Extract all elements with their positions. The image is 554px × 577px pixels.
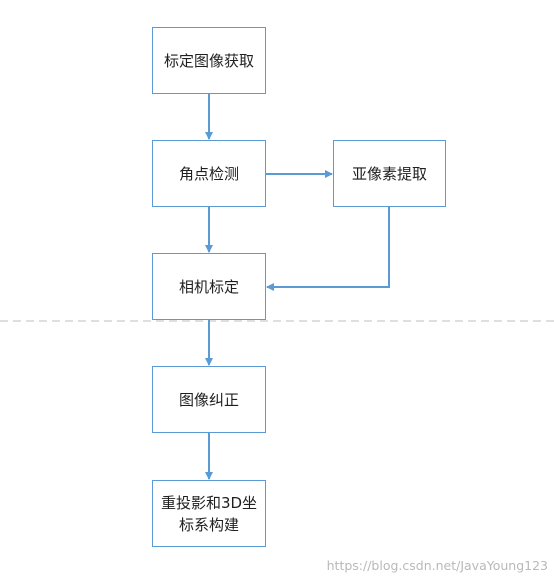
node-reprojection-3d: 重投影和3D坐 标系构建 <box>152 480 266 547</box>
node-label: 相机标定 <box>178 277 239 296</box>
node-label: 图像纠正 <box>178 390 239 409</box>
node-label: 标定图像获取 <box>163 51 254 70</box>
node-corner-detection: 角点检测 <box>152 140 266 207</box>
node-label: 亚像素提取 <box>351 164 427 183</box>
node-label: 角点检测 <box>178 164 239 183</box>
node-label: 重投影和3D坐 标系构建 <box>160 493 258 534</box>
node-image-rectification: 图像纠正 <box>152 366 266 433</box>
node-subpixel-extraction: 亚像素提取 <box>333 140 446 207</box>
watermark: https://blog.csdn.net/JavaYoung123 <box>326 558 548 573</box>
arrow-b3-b4 <box>266 207 390 291</box>
node-camera-calibration: 相机标定 <box>152 253 266 320</box>
node-calibration-image-capture: 标定图像获取 <box>152 27 266 94</box>
